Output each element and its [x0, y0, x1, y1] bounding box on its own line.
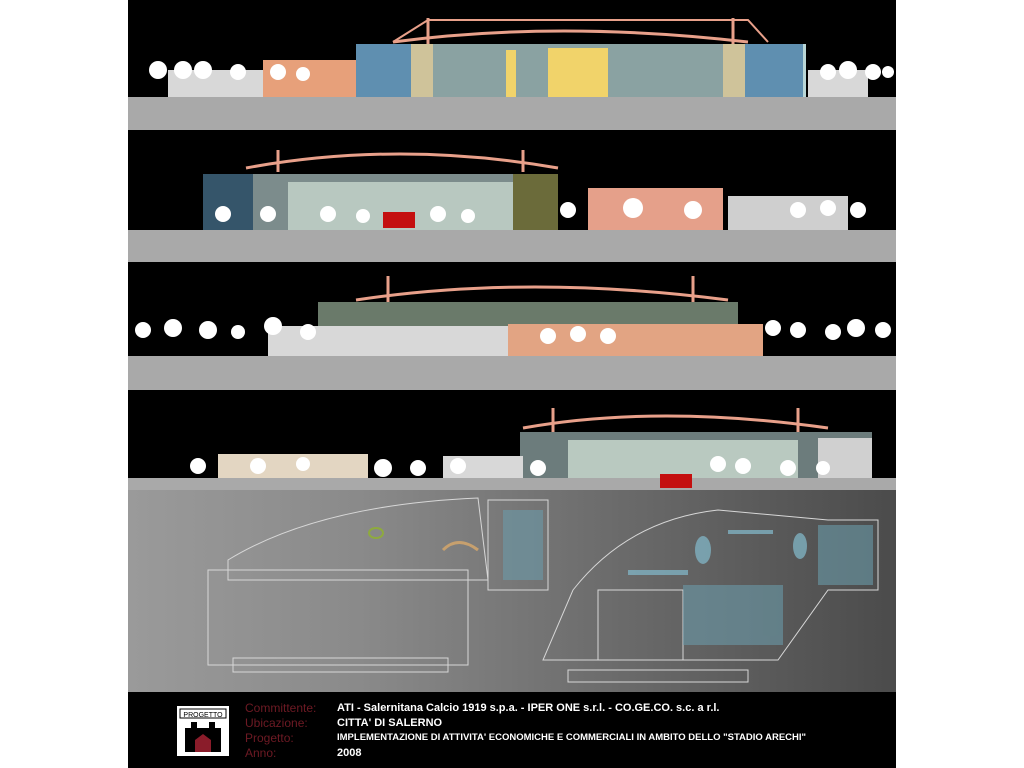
elevation-panel-3	[128, 262, 896, 390]
drawing-sheet: PROGETTO Committente: ATI - Salernitana …	[128, 0, 896, 768]
progetto-logo: PROGETTO	[177, 706, 229, 756]
committente-label: Committente:	[245, 701, 317, 715]
anno-value: 2008	[337, 747, 362, 759]
progetto-value: IMPLEMENTAZIONE DI ATTIVITA' ECONOMICHE …	[337, 732, 807, 743]
site-plan-drawing	[207, 497, 879, 683]
progetto-label: Progetto:	[245, 731, 294, 745]
anno-label: Anno:	[245, 746, 277, 760]
ubicazione-value: CITTA' DI SALERNO	[337, 717, 443, 729]
elevation-panel-4	[128, 390, 896, 490]
committente-value: ATI - Salernitana Calcio 1919 s.p.a. - I…	[337, 702, 720, 714]
elevation-panel-2	[128, 130, 896, 262]
stadium-elevation-1	[128, 18, 896, 130]
stadium-elevation-3	[128, 276, 896, 390]
ubicazione-label: Ubicazione:	[245, 716, 308, 730]
site-plan	[128, 490, 896, 692]
title-block: PROGETTO Committente: ATI - Salernitana …	[128, 692, 896, 768]
elevation-panel-1	[128, 0, 896, 130]
stadium-elevation-4	[128, 408, 896, 490]
logo-text: PROGETTO	[183, 712, 223, 719]
stadium-elevation-2	[128, 150, 896, 262]
logo-graphic: PROGETTO	[177, 706, 229, 756]
